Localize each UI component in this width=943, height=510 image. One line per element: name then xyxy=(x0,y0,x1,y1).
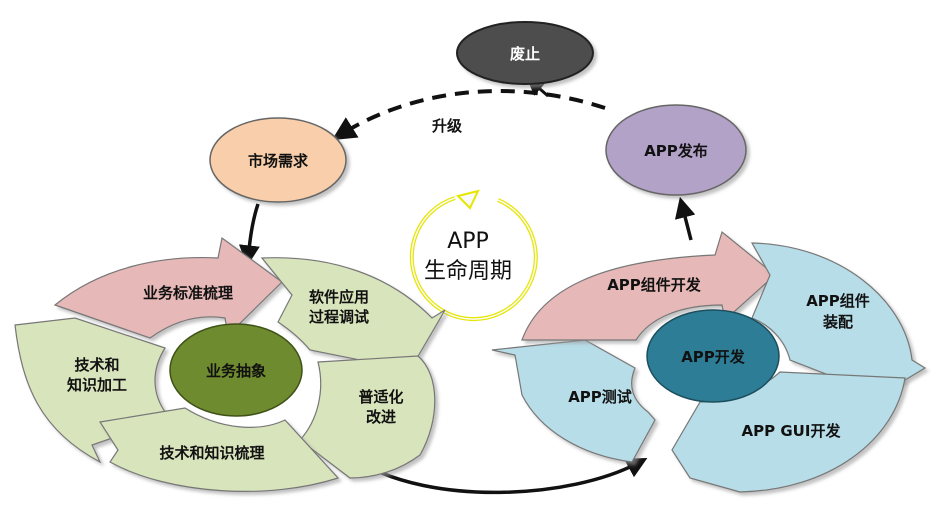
left-seg-knowledge-processing-label-2: 知识加工 xyxy=(67,376,127,394)
left-seg-knowledge-processing-label-1: 技术和 xyxy=(74,356,119,374)
market-to-business-arrow xyxy=(238,203,260,267)
business-to-dev-arrow xyxy=(359,457,648,495)
market-node[interactable]: 市场需求 xyxy=(209,117,347,203)
right-seg-gui-dev-label: APP GUI开发 xyxy=(742,422,842,440)
left-hub-business-abstraction[interactable]: 业务抽象 xyxy=(169,323,303,417)
left-seg-software-debug-label-2: 过程调试 xyxy=(309,308,369,326)
right-cycle: APP测试 APP组件开发 APP组件 装配 APP GUI开发 APP开发 xyxy=(491,230,927,493)
right-seg-testing-label: APP测试 xyxy=(568,388,632,406)
left-seg-business-standard[interactable] xyxy=(53,236,283,339)
lifecycle-ring: APP 生命周期 xyxy=(409,189,538,322)
left-seg-knowledge-sorting-label: 技术和知识梳理 xyxy=(159,444,264,462)
left-seg-software-debug-label-1: 软件应用 xyxy=(309,288,369,306)
right-hub-label: APP开发 xyxy=(681,348,746,366)
right-seg-component-dev[interactable] xyxy=(521,230,776,341)
release-node[interactable]: APP发布 xyxy=(605,104,747,196)
center-title-line1: APP xyxy=(447,229,489,254)
release-label: APP发布 xyxy=(644,142,708,160)
left-seg-generalize-label-2: 改进 xyxy=(366,408,396,426)
obsolete-node[interactable]: 废止 xyxy=(456,21,594,85)
right-hub-app-dev[interactable]: APP开发 xyxy=(646,309,780,403)
right-seg-assembly[interactable] xyxy=(750,242,927,396)
right-seg-assembly-label-1: APP组件 xyxy=(806,292,870,310)
right-seg-component-dev-label: APP组件开发 xyxy=(607,276,702,294)
upgrade-label: 升级 xyxy=(432,117,463,135)
upgrade-dashed-arrow xyxy=(331,89,606,141)
right-seg-testing[interactable] xyxy=(491,339,656,463)
left-seg-software-debug[interactable] xyxy=(260,257,446,371)
left-seg-generalize-label-1: 普适化 xyxy=(358,388,403,406)
dev-to-release-arrow xyxy=(674,196,696,241)
left-cycle: 技术和 知识加工 业务标准梳理 软件应用 过程调试 普适化 改进 技术和知识梳理… xyxy=(14,236,446,492)
center-title-line2: 生命周期 xyxy=(424,259,512,284)
obsolete-label: 废止 xyxy=(510,45,540,63)
left-seg-generalize[interactable] xyxy=(299,355,436,479)
ring-arrowhead xyxy=(456,189,480,210)
left-hub-label: 业务抽象 xyxy=(206,362,266,380)
market-label: 市场需求 xyxy=(248,152,309,170)
left-seg-knowledge-sorting[interactable] xyxy=(99,407,340,492)
right-seg-assembly-label-2: 装配 xyxy=(822,313,853,331)
left-seg-business-standard-label: 业务标准梳理 xyxy=(143,284,233,302)
